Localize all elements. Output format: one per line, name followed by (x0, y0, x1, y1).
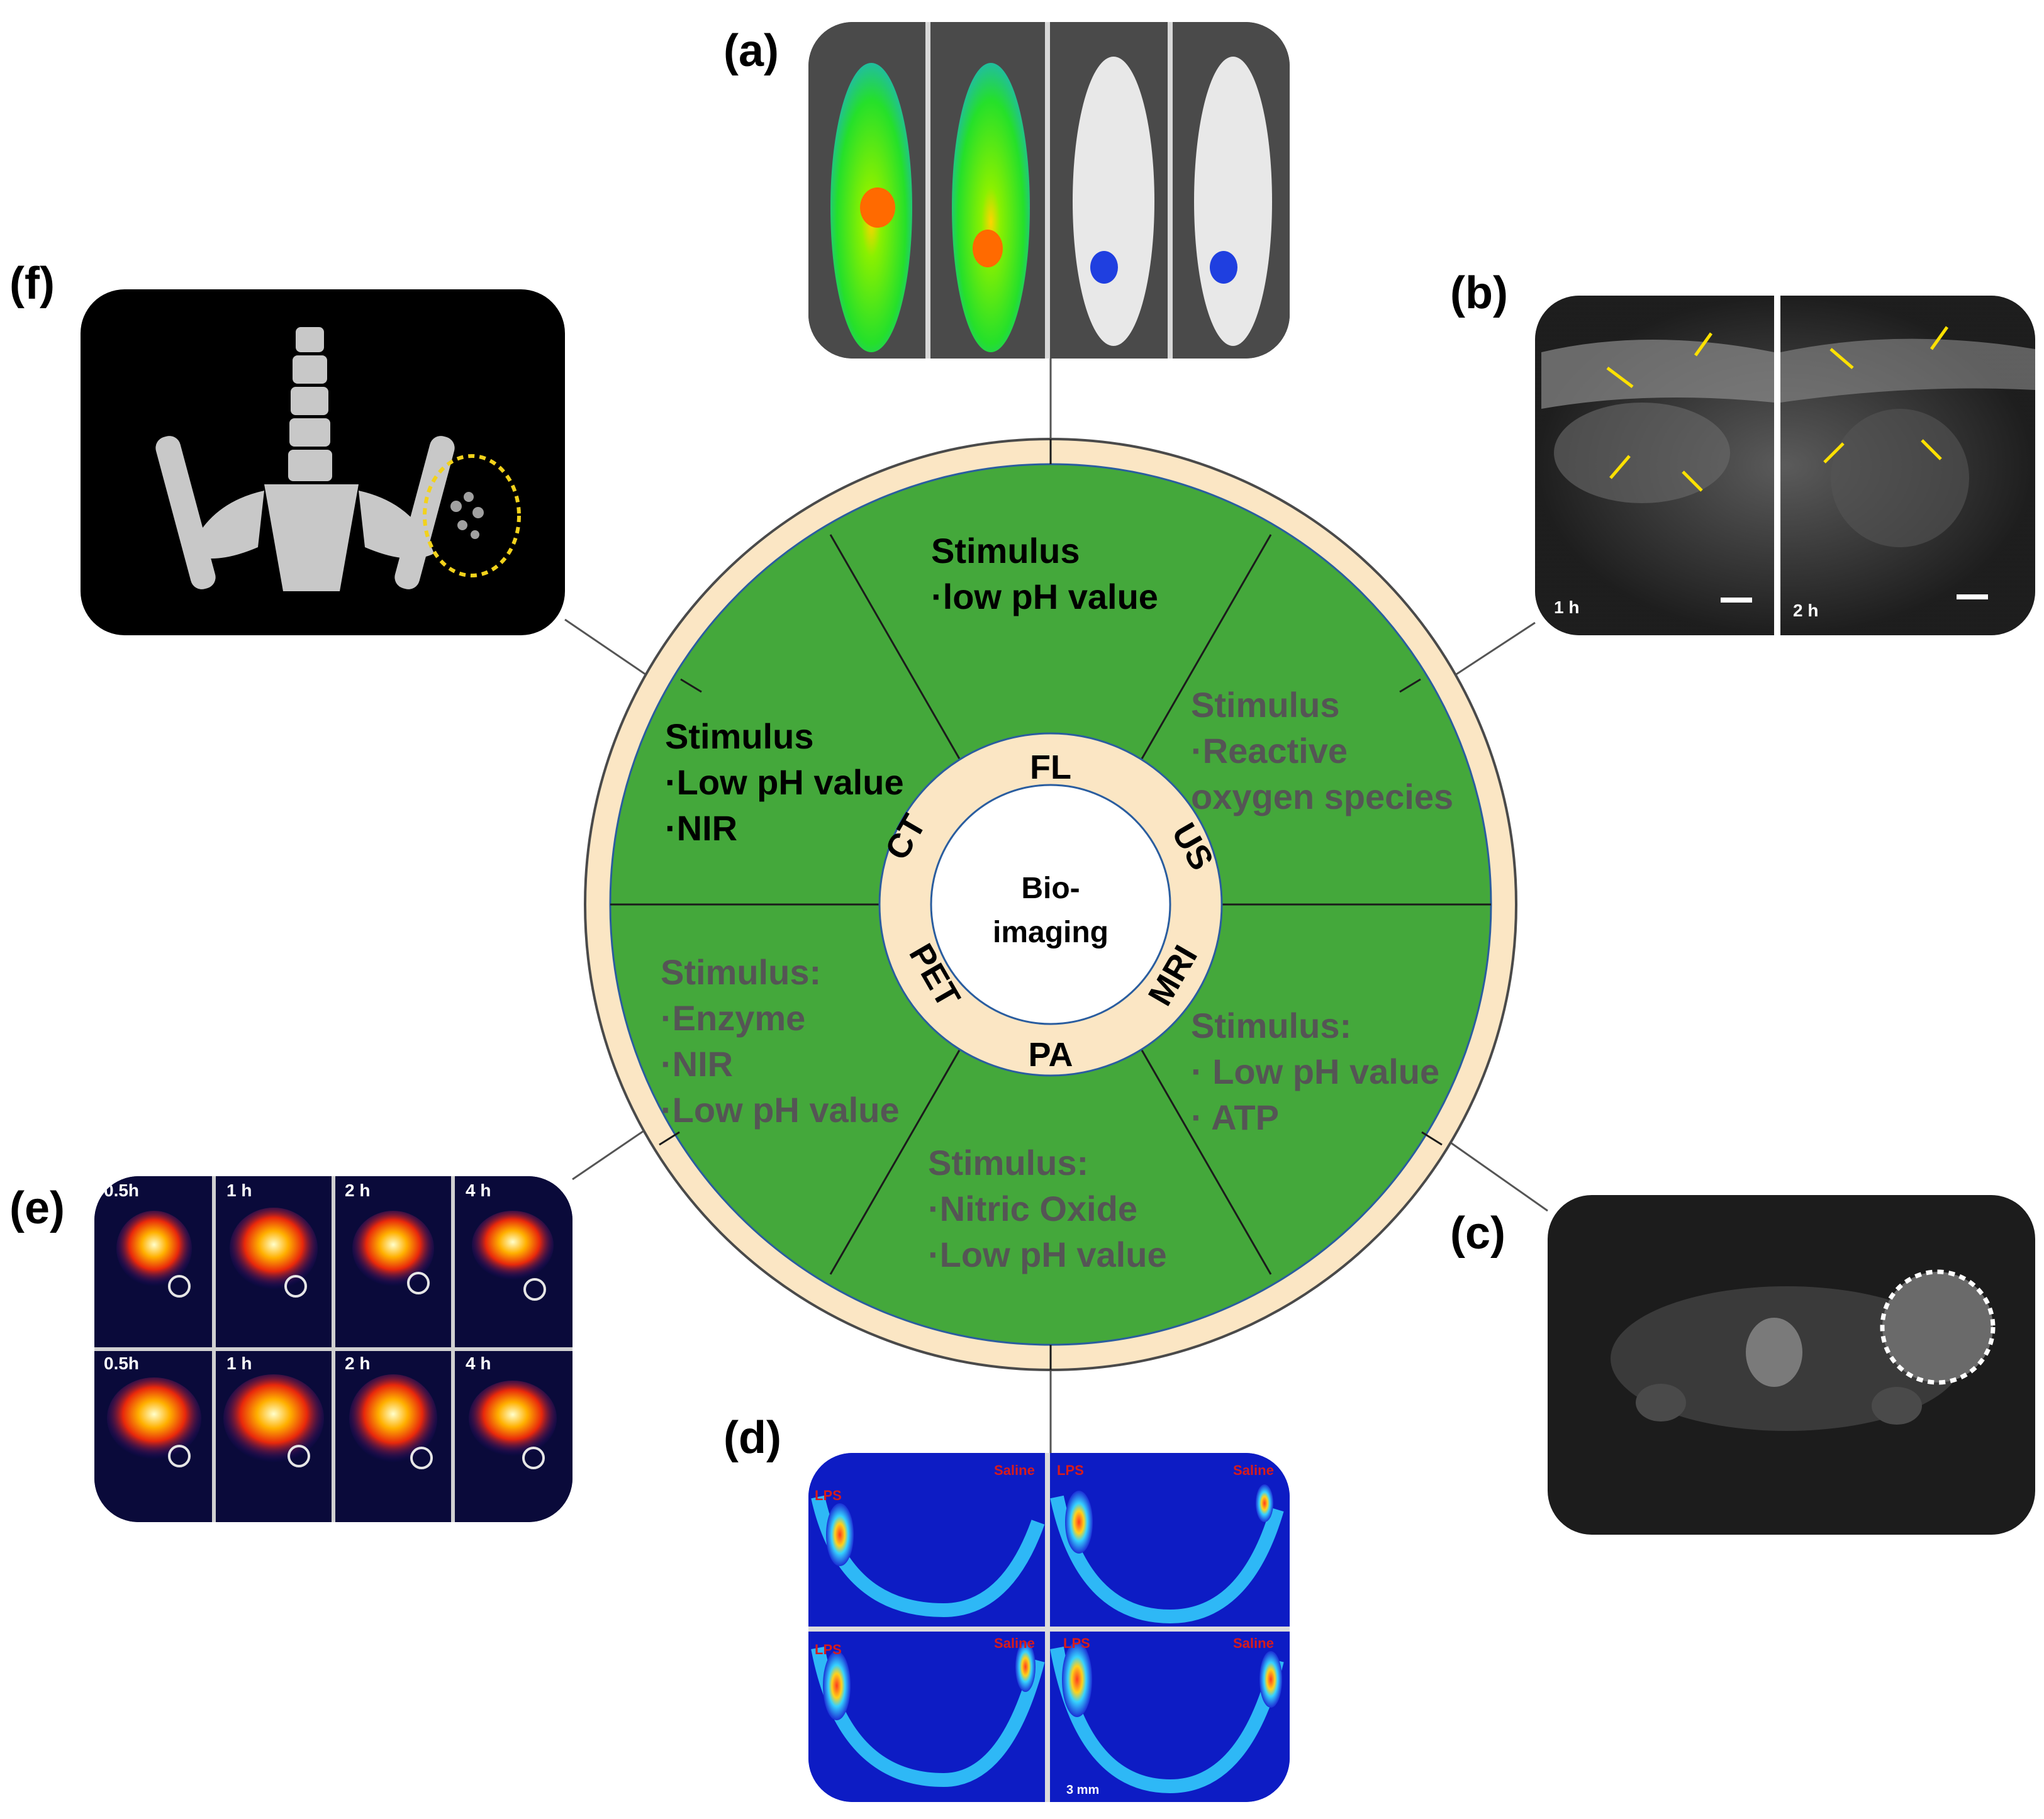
panel-e-time-3: 2 h (345, 1181, 370, 1200)
svg-text:· Low pH value: · Low pH value (1191, 1052, 1439, 1091)
panel-b-time-right: 2 h (1793, 601, 1818, 620)
svg-text:·Low pH value: ·Low pH value (928, 1235, 1167, 1274)
panel-e-time-2: 1 h (226, 1181, 252, 1200)
panel-d-lps-1: LPS (815, 1488, 842, 1503)
svg-text:Stimulus: Stimulus (665, 716, 813, 756)
svg-text:·Low pH value: ·Low pH value (661, 1090, 900, 1130)
svg-text:·Nitric Oxide: ·Nitric Oxide (928, 1189, 1137, 1228)
panel-e-time-4: 4 h (466, 1181, 491, 1200)
svg-text:·Reactive: ·Reactive (1191, 731, 1348, 770)
panel-e-time-7: 2 h (345, 1354, 370, 1373)
panel-b-image: 1 h 2 h (1535, 296, 2035, 635)
svg-text:·Low pH value: ·Low pH value (665, 762, 904, 802)
svg-text:·low pH value: ·low pH value (931, 577, 1158, 616)
panel-label-c: (c) (1450, 1208, 1505, 1259)
sector-us-text: Stimulus ·Reactive oxygen species (1191, 685, 1453, 816)
panel-b-time-left: 1 h (1554, 598, 1579, 617)
panel-d-lps-2: LPS (1057, 1462, 1084, 1478)
panel-d-lps-4: LPS (1063, 1635, 1090, 1651)
panel-e-time-1: 0.5h (104, 1181, 139, 1200)
panel-c-image (1548, 1195, 2035, 1535)
modality-fl: FL (1030, 748, 1071, 786)
panel-d-saline-4: Saline (1233, 1635, 1274, 1651)
panel-e-time-8: 4 h (466, 1354, 491, 1373)
panel-e-time-6: 1 h (226, 1354, 252, 1373)
sector-pet-text: Stimulus: ·Enzyme ·NIR ·Low pH value (661, 952, 900, 1130)
svg-text:· ATP: · ATP (1191, 1098, 1279, 1137)
panel-d-lps-3: LPS (815, 1642, 842, 1657)
panel-e-time-5: 0.5h (104, 1354, 139, 1373)
center-label-line2: imaging (993, 916, 1109, 949)
connector-lines (564, 359, 1548, 1453)
panel-label-b: (b) (1450, 268, 1508, 318)
svg-text:·NIR: ·NIR (665, 808, 737, 848)
sector-ct-text: Stimulus ·Low pH value ·NIR (665, 716, 904, 848)
sector-dividers (610, 439, 1491, 1370)
center-circle (930, 784, 1171, 1025)
svg-text:oxygen species: oxygen species (1191, 777, 1453, 816)
panel-d-saline-1: Saline (994, 1462, 1035, 1478)
svg-text:·NIR: ·NIR (661, 1044, 733, 1084)
svg-text:Stimulus: Stimulus (1191, 685, 1339, 725)
panel-d-saline-2: Saline (1233, 1462, 1274, 1478)
panel-d-image: LPS Saline LPS Saline LPS Saline LPS Sal… (808, 1453, 1290, 1802)
panel-d-saline-3: Saline (994, 1635, 1035, 1651)
panel-a-image (808, 22, 1290, 359)
svg-text:Stimulus:: Stimulus: (661, 952, 821, 992)
sector-mri-text: Stimulus: · Low pH value · ATP (1191, 1006, 1439, 1137)
panel-f-image (81, 289, 565, 635)
sector-fl-text: Stimulus ·low pH value (931, 531, 1158, 616)
svg-text:Stimulus:: Stimulus: (1191, 1006, 1351, 1045)
panel-label-f: (f) (9, 259, 55, 309)
svg-text:Stimulus:: Stimulus: (928, 1143, 1088, 1182)
panel-label-a: (a) (723, 26, 779, 76)
panel-label-d: (d) (723, 1413, 781, 1463)
panel-e-image: 0.5h 1 h 2 h 4 h 0.5h 1 h 2 h 4 h (94, 1176, 572, 1522)
modality-pa: PA (1028, 1036, 1073, 1074)
sector-pa-text: Stimulus: ·Nitric Oxide ·Low pH value (928, 1143, 1167, 1274)
panel-label-e: (e) (9, 1183, 65, 1233)
center-label-line1: Bio- (1021, 872, 1080, 905)
svg-text:·Enzyme: ·Enzyme (661, 998, 805, 1038)
panel-d-scale: 3 mm (1066, 1783, 1099, 1797)
svg-text:Stimulus: Stimulus (931, 531, 1080, 570)
